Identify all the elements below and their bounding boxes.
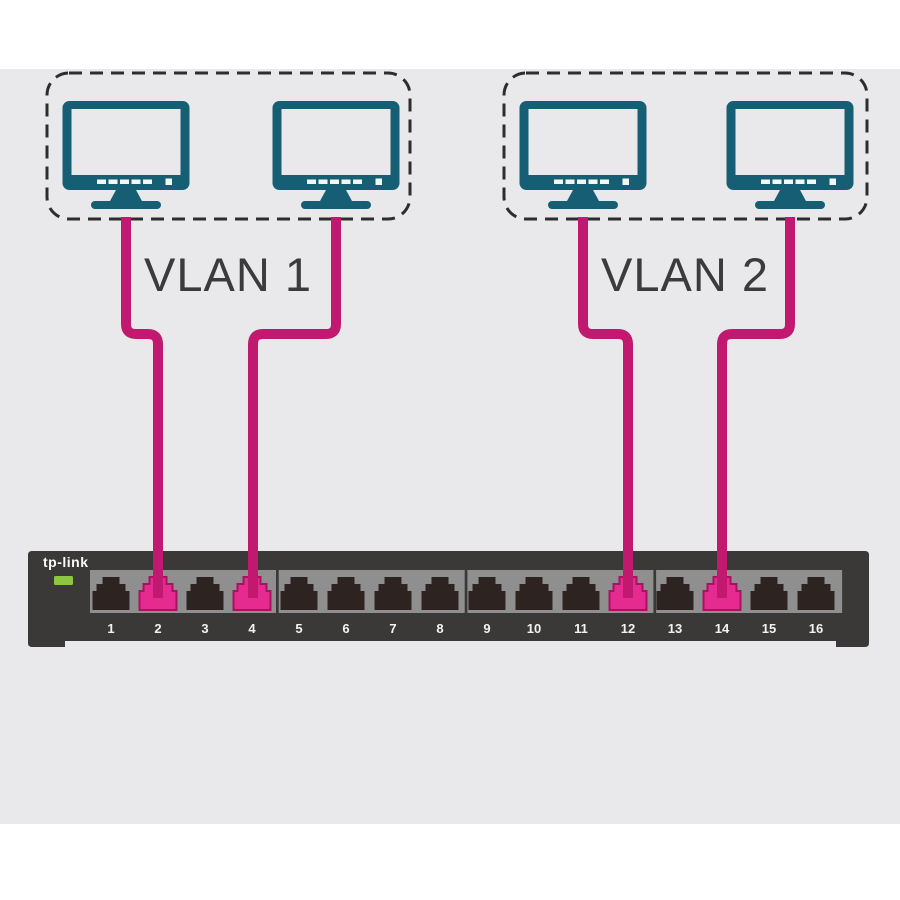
cable-vlan1-pc1-to-port2	[121, 217, 163, 598]
port-2-label: 2	[154, 621, 161, 636]
patch-cables	[121, 217, 795, 598]
port-16-label: 16	[809, 621, 823, 636]
cable-vlan1-pc2-to-port4	[248, 217, 341, 598]
vlan1-label: VLAN 1	[144, 248, 312, 301]
power-led-icon	[54, 576, 73, 585]
port-8-label: 8	[436, 621, 443, 636]
vlan2-label: VLAN 2	[601, 248, 769, 301]
port-4-label: 4	[248, 621, 256, 636]
vlan1-group-box	[45, 71, 412, 221]
port-13-label: 13	[668, 621, 682, 636]
port-6-label: 6	[342, 621, 349, 636]
port-3-label: 3	[201, 621, 208, 636]
port-10-label: 10	[527, 621, 541, 636]
port-15-label: 15	[762, 621, 776, 636]
port-7-label: 7	[389, 621, 396, 636]
port-11-label: 11	[574, 621, 588, 636]
port-9-label: 9	[483, 621, 490, 636]
port-5-label: 5	[295, 621, 302, 636]
cable-vlan2-pc1-to-port12	[578, 217, 633, 598]
vlan2-group-box	[502, 71, 869, 221]
port-1-label: 1	[107, 621, 114, 636]
diagram-background	[0, 69, 900, 824]
tp-link-logo: tp-link	[43, 554, 89, 570]
port-14-label: 14	[715, 621, 730, 636]
port-12-label: 12	[621, 621, 635, 636]
cable-vlan2-pc2-to-port14	[717, 217, 795, 598]
